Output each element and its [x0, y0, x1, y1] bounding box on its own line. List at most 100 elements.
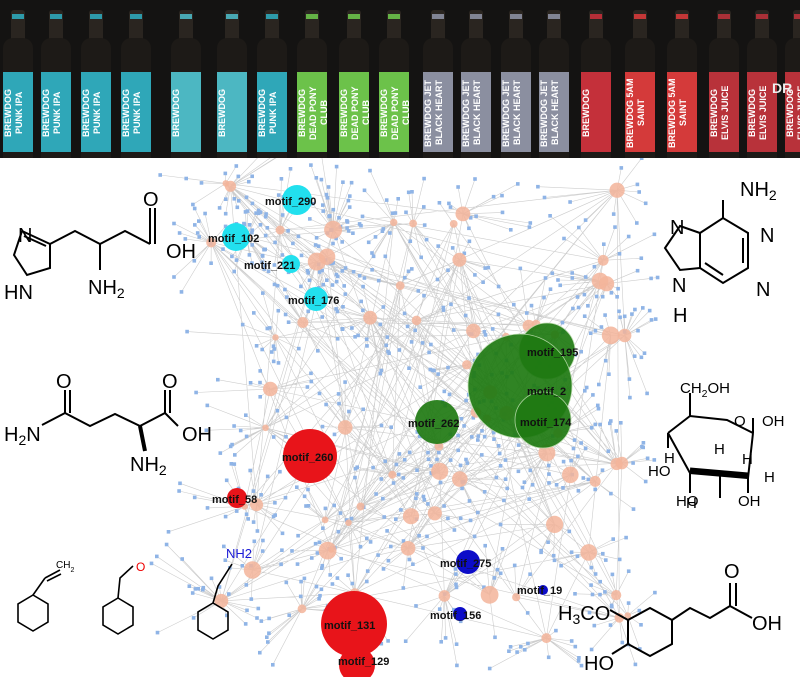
network-node [611, 537, 615, 541]
network-node [500, 194, 504, 198]
network-node [227, 592, 231, 596]
network-node [502, 499, 506, 503]
network-node [299, 285, 303, 289]
network-node [618, 252, 622, 256]
network-node [337, 392, 341, 396]
network-node [382, 515, 386, 519]
beer-shelf-photo: BREWDOG PUNK IPABREWDOG PUNK IPABREWDOG … [0, 0, 800, 158]
network-node [248, 223, 252, 227]
adenine-n3: N [672, 275, 686, 297]
network-node [239, 429, 243, 433]
network-node [449, 205, 453, 209]
network-node [266, 475, 270, 479]
glucose-o: O [734, 413, 746, 430]
network-node [487, 266, 491, 270]
network-node [284, 435, 288, 439]
network-node [321, 209, 325, 213]
network-node [206, 506, 210, 510]
network-node [656, 276, 660, 280]
network-node [318, 541, 322, 545]
network-node [358, 222, 362, 226]
network-node [493, 576, 497, 580]
network-node [473, 535, 477, 539]
network-node [403, 276, 407, 280]
beer-bottle: BREWDOG JET BLACK HEART [536, 0, 572, 158]
network-node [627, 569, 631, 573]
network-node [454, 572, 458, 576]
network-node [315, 176, 319, 180]
network-node [398, 348, 402, 352]
network-node [347, 410, 351, 414]
network-node [200, 181, 204, 185]
ferulic-acid-structure [610, 583, 752, 656]
beer-bottle: BREWDOG JET BLACK HEART [458, 0, 494, 158]
network-node [284, 313, 288, 317]
network-node [383, 460, 387, 464]
network-node [585, 386, 589, 390]
network-node [594, 329, 598, 333]
network-node [600, 325, 604, 329]
motif-label: motif_19 [517, 585, 562, 597]
network-node [504, 477, 508, 481]
network-node [233, 462, 237, 466]
network-node [194, 391, 198, 395]
network-node [306, 271, 310, 275]
network-hub-node [308, 253, 326, 271]
network-node [337, 530, 341, 534]
network-node [365, 580, 369, 584]
network-node [367, 241, 371, 245]
network-node [542, 296, 546, 300]
network-node [281, 253, 285, 257]
network-node [252, 520, 256, 524]
network-node [568, 200, 572, 204]
network-node [422, 294, 426, 298]
network-node [379, 323, 383, 327]
network-node [261, 254, 265, 258]
network-node [456, 449, 460, 453]
network-node [529, 221, 533, 225]
network-node [466, 461, 470, 465]
network-node [499, 523, 503, 527]
network-node [527, 497, 531, 501]
network-node [604, 558, 608, 562]
network-node [221, 247, 225, 251]
network-node [350, 326, 354, 330]
network-node [462, 424, 466, 428]
network-node [551, 271, 555, 275]
network-node [249, 381, 253, 385]
network-node [561, 486, 565, 490]
network-node [483, 435, 487, 439]
network-node [300, 254, 304, 258]
network-node [264, 215, 268, 219]
network-node [271, 663, 275, 667]
network-node [310, 380, 314, 384]
network-node [470, 435, 474, 439]
network-node [261, 539, 265, 543]
beer-label-text: BREWDOG JET BLACK HEART [501, 78, 531, 148]
glucose-structure [668, 393, 753, 498]
network-node [172, 275, 176, 279]
network-node [315, 585, 319, 589]
network-node [419, 256, 423, 260]
beer-label-text: BREWDOG DEAD PONY CLUB [339, 78, 369, 148]
network-node [425, 238, 429, 242]
network-node [422, 205, 426, 209]
network-node [590, 566, 594, 570]
network-node [310, 556, 314, 560]
network-node [331, 582, 335, 586]
network-hub-node [263, 382, 278, 397]
network-hub-node [345, 520, 351, 526]
network-node [415, 492, 419, 496]
network-node [417, 534, 421, 538]
network-node [272, 344, 276, 348]
network-node [519, 267, 523, 271]
network-node [158, 173, 162, 177]
network-node [589, 583, 593, 587]
network-node [529, 469, 533, 473]
network-node [548, 214, 552, 218]
network-node [325, 193, 329, 197]
network-node [299, 595, 303, 599]
network-node [460, 417, 464, 421]
network-node [602, 242, 606, 246]
network-node [339, 511, 343, 515]
